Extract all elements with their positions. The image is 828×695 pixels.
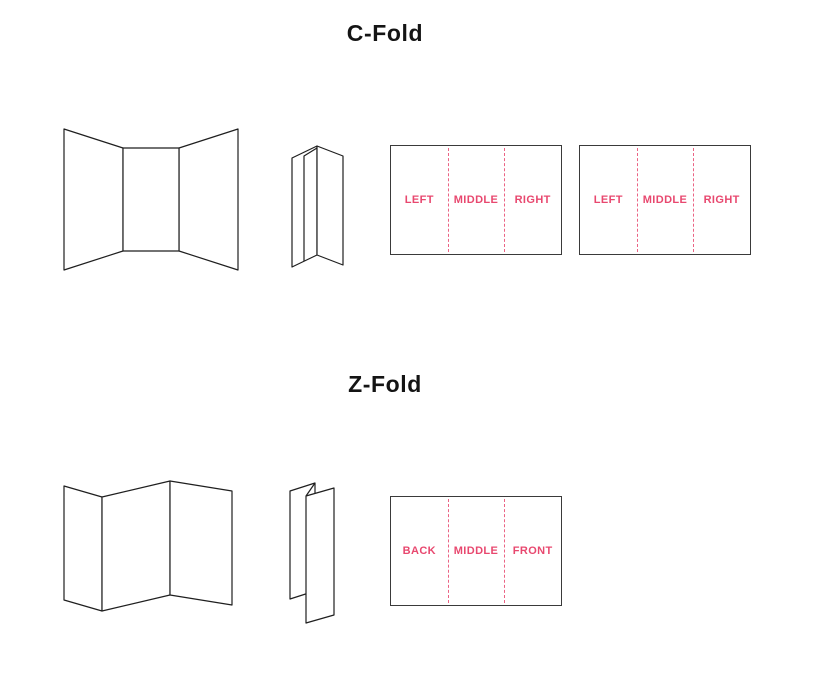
fold-line <box>447 499 449 603</box>
z-fold-open-middle-panel <box>101 480 171 612</box>
c-fold-open-illustration <box>63 128 239 271</box>
z-fold-open-illustration <box>63 480 233 612</box>
z-fold-folded-crease-line <box>305 482 316 497</box>
z-fold-folded-illustration <box>289 482 335 624</box>
c-fold-open-middle-panel <box>122 147 180 252</box>
c-fold-open-left-panel <box>63 128 124 271</box>
c-fold-title: C-Fold <box>346 20 424 46</box>
fold-line <box>504 148 506 252</box>
c-fold-folded-tucked-flap-line <box>303 147 318 261</box>
c-fold-open-right-panel <box>178 128 239 271</box>
panel-label-left: LEFT <box>404 194 434 206</box>
panel-label-middle: MIDDLE <box>453 545 499 557</box>
c-fold-folded-illustration <box>291 145 344 268</box>
fold-line <box>693 148 695 252</box>
fold-line <box>447 148 449 252</box>
c-fold-flat-layout-2: LEFT MIDDLE RIGHT <box>579 145 751 255</box>
z-fold-flat-layout: BACK MIDDLE FRONT <box>390 496 562 606</box>
panel-label-right: RIGHT <box>514 194 551 206</box>
z-fold-open-right-panel <box>169 480 233 606</box>
panel-label-front: FRONT <box>512 545 553 557</box>
panel-label-left: LEFT <box>593 194 623 206</box>
c-fold-flat-layout-1: LEFT MIDDLE RIGHT <box>390 145 562 255</box>
panel-label-middle: MIDDLE <box>642 194 688 206</box>
panel-label-middle: MIDDLE <box>453 194 499 206</box>
c-fold-folded-right-face <box>316 145 344 266</box>
fold-line <box>636 148 638 252</box>
z-fold-open-left-panel <box>63 485 103 612</box>
z-fold-folded-front-panel <box>305 487 335 624</box>
z-fold-title: Z-Fold <box>348 371 422 397</box>
panel-label-back: BACK <box>402 545 437 557</box>
fold-line <box>504 499 506 603</box>
panel-label-right: RIGHT <box>703 194 740 206</box>
